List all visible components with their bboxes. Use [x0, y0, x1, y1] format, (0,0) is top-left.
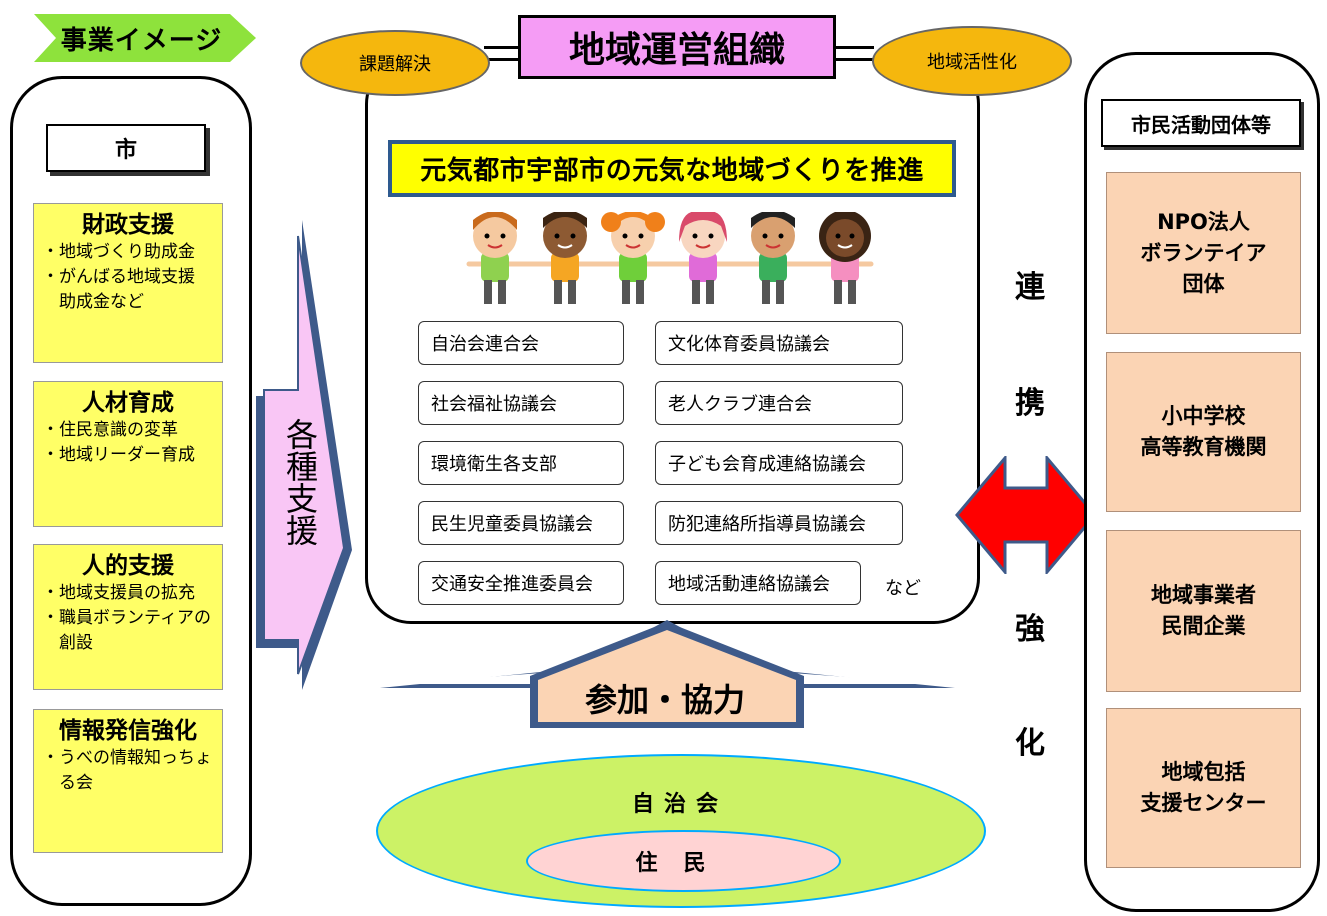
support-title: 情報発信強化: [59, 718, 197, 744]
member-org: 老人クラブ連合会: [655, 381, 903, 425]
double-arrow-icon: [955, 456, 1097, 574]
support-item: ・職員ボランティアの: [42, 608, 211, 628]
support-box-information: 情報発信強化 ・うべの情報知っちょ る会: [33, 709, 223, 853]
support-item: ・地域支援員の拡充: [42, 583, 195, 603]
support-arrow-icon: [256, 220, 352, 690]
support-item: ・地域づくり助成金: [42, 242, 195, 262]
support-item: ・地域リーダー育成: [42, 445, 195, 465]
group-line: 民間企業: [1161, 614, 1246, 638]
support-box-finance: 財政支援 ・地域づくり助成金 ・がんばる地域支援 助成金など: [33, 203, 223, 363]
group-box-business: 地域事業者 民間企業: [1106, 530, 1301, 692]
support-arrow-text: 各種支援: [281, 418, 319, 546]
member-org: 交通安全推進委員会: [418, 561, 624, 605]
association-label: 自治会: [631, 792, 728, 817]
title-tag-shape: [34, 14, 256, 62]
group-line: 地域事業者: [1151, 583, 1256, 607]
organization-title: 地域運営組織: [518, 15, 836, 79]
member-org: 民生児童委員協議会: [418, 501, 624, 545]
member-org: 文化体育委員協議会: [655, 321, 903, 365]
cooperation-char: 化: [1015, 726, 1045, 761]
connector-line: [834, 46, 874, 49]
city-label: 市: [46, 124, 206, 172]
group-line: 支援センター: [1140, 791, 1267, 815]
support-item: ・住民意識の変革: [42, 420, 178, 440]
member-org: 環境衛生各支部: [418, 441, 624, 485]
support-box-personnel: 人的支援 ・地域支援員の拡充 ・職員ボランティアの 創設: [33, 544, 223, 690]
cooperation-char: 連: [1015, 270, 1045, 305]
goal-oval-right: 地域活性化: [872, 26, 1072, 96]
slogan-banner: 元気都市宇部市の元気な地域づくりを推進: [388, 140, 956, 197]
connector-line: [484, 46, 520, 49]
member-org: 地域活動連絡協議会: [655, 561, 861, 605]
cooperation-char: 携: [1015, 386, 1045, 421]
member-org: 社会福祉協議会: [418, 381, 624, 425]
group-line: 地域包括: [1161, 760, 1246, 784]
support-title: 人材育成: [82, 390, 174, 416]
member-org: 防犯連絡所指導員協議会: [655, 501, 903, 545]
group-line: 高等教育機関: [1140, 435, 1267, 459]
title-tag: 事業イメージ: [34, 14, 256, 62]
goal-oval-left: 課題解決: [300, 30, 490, 96]
support-item: 創設: [42, 633, 93, 653]
participate-label: 参加・協力: [584, 681, 745, 719]
cooperation-char: 強: [1015, 612, 1045, 647]
group-line: ボランテイア: [1140, 240, 1267, 265]
support-title: 財政支援: [82, 212, 174, 238]
citizen-groups-label: 市民活動団体等: [1101, 99, 1301, 147]
member-org: 子ども会育成連絡協議会: [655, 441, 903, 485]
support-item: ・うべの情報知っちょ: [42, 748, 212, 768]
support-item: 助成金など: [42, 292, 144, 312]
children-holding-hands-illustration: [466, 212, 874, 304]
group-line: 小中学校: [1161, 404, 1246, 428]
group-box-npo: NPO法人 ボランテイア 団体: [1106, 172, 1301, 334]
page-title: 事業イメージ: [60, 25, 223, 56]
group-line: 団体: [1182, 271, 1225, 296]
support-title: 人的支援: [82, 553, 174, 579]
member-org: 自治会連合会: [418, 321, 624, 365]
group-box-schools: 小中学校 高等教育機関: [1106, 352, 1301, 512]
participate-arrow-icon: [380, 620, 955, 728]
support-item: ・がんばる地域支援: [42, 267, 195, 287]
group-box-care-center: 地域包括 支援センター: [1106, 708, 1301, 868]
support-arrow-label: 各種支援: [272, 418, 328, 546]
support-box-human-resources: 人材育成 ・住民意識の変革 ・地域リーダー育成: [33, 381, 223, 527]
member-org-etc: など: [885, 578, 921, 599]
group-line: NPO法人: [1157, 209, 1250, 234]
residents-ellipse: 住民: [526, 830, 841, 892]
support-item: る会: [42, 773, 93, 793]
